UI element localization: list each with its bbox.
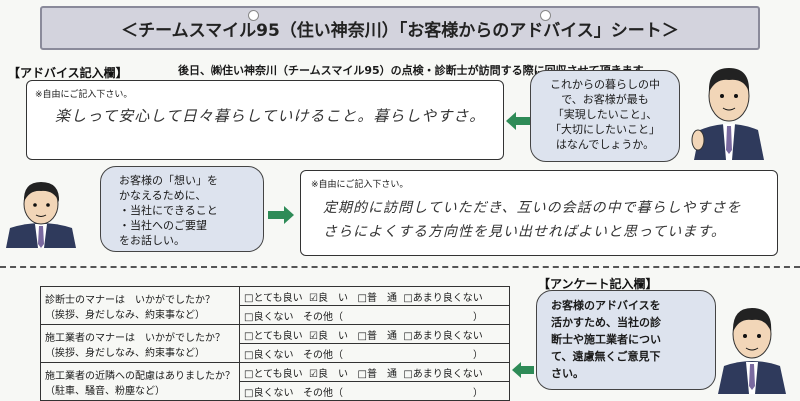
- survey-question: 診断士のマナーは いかがでしたか？ （挨拶、身だしなみ、約束事など）: [40, 286, 240, 325]
- bubble-line: はなんでしょうか。: [555, 138, 655, 151]
- green-arrow-icon: [506, 112, 532, 130]
- advice-section-label: 【アドバイス記入欄】: [8, 66, 128, 80]
- businessman-avatar-icon: [6, 182, 76, 248]
- sheet-title-banner: ＜チームスマイル95（住い神奈川）「お客様からのアドバイス」シート＞: [40, 6, 760, 50]
- survey-options-row[interactable]: □良くない その他（ ）: [239, 381, 510, 401]
- businessman-avatar-icon: [718, 308, 786, 394]
- option-normal[interactable]: □普 通: [357, 330, 397, 342]
- bubble-line: さい。: [551, 367, 584, 380]
- option-not-good[interactable]: □あまり良くない: [403, 330, 483, 342]
- option-very-good[interactable]: □とても良い: [244, 368, 303, 380]
- question-text: 施工業者のマナーは いかがでしたか？: [45, 332, 225, 344]
- bubble-line: お客様の「想い」を: [119, 174, 218, 187]
- bubble-line: ・当社へのご要望: [119, 219, 207, 232]
- bubble-line: て、遠慮無くご意見下: [551, 350, 661, 363]
- bubble-line: 断士や施工業者につい: [551, 333, 661, 346]
- question-subtext: （挨拶、身だしなみ、約束事など）: [45, 309, 205, 321]
- free-entry-note: ※自由にご記入下さい。: [35, 90, 133, 100]
- survey-options-row[interactable]: □良くない その他（ ）: [239, 305, 510, 325]
- bubble-line: お客様のアドバイスを: [551, 299, 661, 312]
- survey-question: 施工業者のマナーは いかがでしたか？ （挨拶、身だしなみ、約束事など）: [40, 324, 240, 363]
- businessman-avatar-icon: [691, 68, 764, 160]
- table-row: □良くない その他（ ）: [41, 343, 510, 363]
- survey-options-row[interactable]: □とても良い ☑良 い □普 通 □あまり良くない: [239, 362, 510, 382]
- bubble-line: で、お客様が最も: [561, 93, 649, 106]
- bubble-line: ・当社にできること: [119, 204, 218, 217]
- handwritten-answer-1: 楽しって安心して日々暮らしていけること。暮らしやすさ。: [55, 107, 486, 125]
- bubble-line: 活かすため、当社の診: [551, 316, 661, 329]
- question-text: 診断士のマナーは いかがでしたか？: [45, 294, 215, 306]
- option-bad[interactable]: □良くない: [244, 387, 294, 399]
- option-not-good[interactable]: □あまり良くない: [403, 368, 483, 380]
- binder-hole-icon: [540, 10, 551, 21]
- option-other[interactable]: その他（ ）: [303, 311, 483, 323]
- option-other[interactable]: その他（ ）: [303, 349, 483, 361]
- cut-line-divider: [0, 266, 800, 268]
- option-other[interactable]: その他（ ）: [303, 387, 483, 399]
- option-very-good[interactable]: □とても良い: [244, 330, 303, 342]
- bubble-line: をお話しい。: [119, 234, 185, 247]
- option-bad[interactable]: □良くない: [244, 349, 294, 361]
- table-row: 施工業者のマナーは いかがでしたか？ （挨拶、身だしなみ、約束事など） □とても…: [40, 324, 510, 363]
- option-good-checked[interactable]: ☑良 い: [309, 292, 348, 304]
- bubble-line: これからの暮らしの中: [550, 78, 660, 91]
- binder-hole-icon: [248, 10, 259, 21]
- option-normal[interactable]: □普 通: [357, 292, 397, 304]
- option-good-checked[interactable]: ☑良 い: [309, 330, 348, 342]
- question-bubble-requests: お客様の「想い」を かなえるために、 ・当社にできること ・当社へのご要望 をお…: [100, 166, 264, 252]
- survey-table: 診断士のマナーは いかがでしたか？ （挨拶、身だしなみ、約束事など） □とても良…: [40, 286, 510, 401]
- table-row: 施工業者の近隣への配慮はありましたか？ （駐車、騒音、粉塵など） □とても良い …: [40, 362, 510, 401]
- green-arrow-icon: [512, 362, 534, 378]
- question-subtext: （駐車、騒音、粉塵など）: [45, 385, 165, 397]
- advice-answer-box-1[interactable]: ※自由にご記入下さい。 楽しって安心して日々暮らしていけること。暮らしやすさ。: [26, 80, 504, 160]
- option-very-good[interactable]: □とても良い: [244, 292, 303, 304]
- survey-question: 施工業者の近隣への配慮はありましたか？ （駐車、騒音、粉塵など）: [40, 362, 240, 401]
- question-text: 施工業者の近隣への配慮はありましたか？: [45, 370, 235, 382]
- free-entry-note: ※自由にご記入下さい。: [311, 180, 409, 190]
- option-good-checked[interactable]: ☑良 い: [309, 368, 348, 380]
- bubble-line: 「実現したいこと」、: [552, 108, 658, 121]
- table-row: 診断士のマナーは いかがでしたか？ （挨拶、身だしなみ、約束事など） □とても良…: [40, 286, 510, 325]
- question-bubble-feedback: お客様のアドバイスを 活かすため、当社の診 断士や施工業者につい て、遠慮無くご…: [536, 290, 716, 390]
- survey-options-row[interactable]: □良くない その他（ ）: [239, 343, 510, 363]
- bubble-line: 「大切にしたいこと」: [550, 123, 660, 136]
- option-not-good[interactable]: □あまり良くない: [403, 292, 483, 304]
- sheet-title: ＜チームスマイル95（住い神奈川）「お客様からのアドバイス」シート＞: [121, 20, 679, 41]
- advice-answer-box-2[interactable]: ※自由にご記入下さい。 定期的に訪問していただき、互いの会話の中で暮らしやすさを…: [300, 170, 778, 256]
- survey-options-row[interactable]: □とても良い ☑良 い □普 通 □あまり良くない: [239, 286, 510, 306]
- green-arrow-icon: [268, 206, 294, 224]
- bubble-line: かなえるために、: [119, 189, 207, 202]
- question-bubble-wishes: これからの暮らしの中 で、お客様が最も 「実現したいこと」、 「大切にしたいこと…: [530, 70, 680, 162]
- survey-options-row[interactable]: □とても良い ☑良 い □普 通 □あまり良くない: [239, 324, 510, 344]
- survey-section-label: 【アンケート記入欄】: [538, 277, 658, 291]
- option-bad[interactable]: □良くない: [244, 311, 294, 323]
- handwritten-answer-2a: 定期的に訪問していただき、互いの会話の中で暮らしやすさを: [323, 200, 742, 216]
- question-subtext: （挨拶、身だしなみ、約束事など）: [45, 347, 205, 359]
- handwritten-answer-2b: さらによくする方向性を見い出せればよいと思っています。: [323, 224, 726, 240]
- option-normal[interactable]: □普 通: [357, 368, 397, 380]
